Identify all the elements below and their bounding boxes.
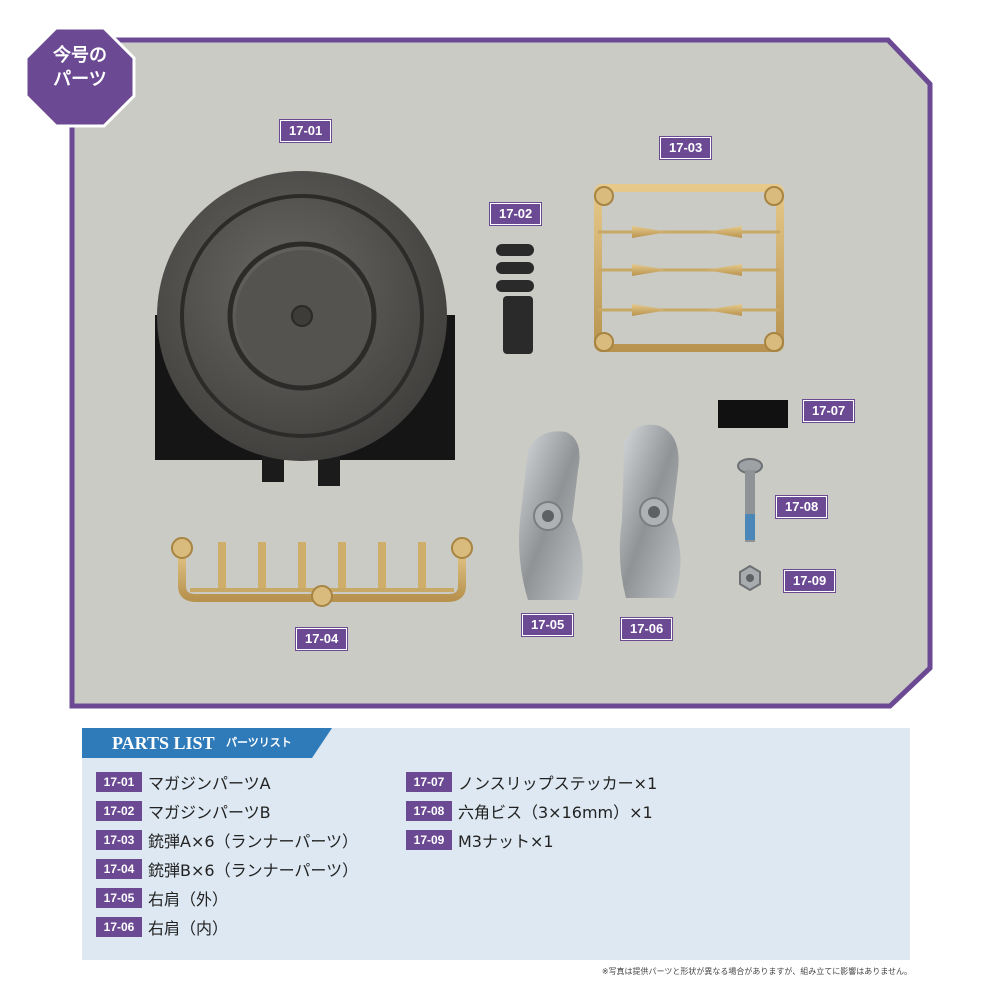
part-17-07-non-slip-sticker xyxy=(718,400,788,428)
part-17-09-m3-nut xyxy=(739,564,761,592)
part-17-08-hex-screw xyxy=(737,458,763,542)
issue-badge-octagon xyxy=(24,26,136,128)
part-name: ノンスリップステッカー×1 xyxy=(458,774,658,793)
label-17-07: 17-07 xyxy=(803,400,855,422)
part-17-05-right-shoulder-outer xyxy=(519,431,583,600)
part-17-02-magazine xyxy=(496,244,534,354)
part-17-06-right-shoulder-inner xyxy=(619,424,681,598)
part-name: 右肩（外） xyxy=(148,890,229,909)
part-code: 17-08 xyxy=(406,801,452,821)
badge-line-2: パーツ xyxy=(53,69,107,90)
part-code: 17-06 xyxy=(96,917,142,937)
footnote: ※写真は提供パーツと形状が異なる場合がありますが、組み立てに影響はありません。 xyxy=(601,967,912,976)
parts-list-item: 17-03 銃弾A×6（ランナーパーツ） xyxy=(96,828,358,852)
parts-list-panel: PARTS LIST パーツリスト 17-01 マガジンパーツA 17-02 マ… xyxy=(82,728,910,960)
label-17-01: 17-01 xyxy=(280,120,332,142)
parts-list-item: 17-06 右肩（内） xyxy=(96,915,228,939)
parts-list-item: 17-07 ノンスリップステッカー×1 xyxy=(406,770,657,794)
issue-badge-text: 今号の パーツ xyxy=(25,44,135,92)
label-17-02: 17-02 xyxy=(490,203,542,225)
part-name: M3ナット×1 xyxy=(458,832,554,851)
part-code: 17-09 xyxy=(406,830,452,850)
label-17-06: 17-06 xyxy=(621,618,673,640)
part-name: マガジンパーツB xyxy=(148,803,271,822)
part-name: マガジンパーツA xyxy=(148,774,271,793)
label-17-08: 17-08 xyxy=(776,496,828,518)
parts-list-item: 17-05 右肩（外） xyxy=(96,886,228,910)
parts-photo-illustration xyxy=(24,26,933,709)
badge-line-1: 今号の xyxy=(53,45,107,66)
part-code: 17-01 xyxy=(96,772,142,792)
parts-list-item: 17-02 マガジンパーツB xyxy=(96,799,271,823)
part-code: 17-03 xyxy=(96,830,142,850)
part-code: 17-05 xyxy=(96,888,142,908)
part-17-01-magazine xyxy=(155,171,455,486)
part-name: 六角ビス（3×16mm）×1 xyxy=(458,803,653,822)
label-17-03: 17-03 xyxy=(660,137,712,159)
part-name: 右肩（内） xyxy=(148,919,229,938)
part-17-04-bullets-runner xyxy=(171,537,473,607)
parts-list-item: 17-04 銃弾B×6（ランナーパーツ） xyxy=(96,857,358,881)
part-code: 17-04 xyxy=(96,859,142,879)
label-17-04: 17-04 xyxy=(296,628,348,650)
label-17-09: 17-09 xyxy=(784,570,836,592)
label-17-05: 17-05 xyxy=(522,614,574,636)
part-name: 銃弾A×6（ランナーパーツ） xyxy=(148,832,359,851)
parts-list-title-en: PARTS LIST xyxy=(112,733,215,753)
parts-list-header: PARTS LIST パーツリスト xyxy=(82,728,332,758)
parts-photo: 今号の パーツ 17-01 17-02 17-03 17-04 17-05 17… xyxy=(24,26,933,709)
parts-list-item: 17-08 六角ビス（3×16mm）×1 xyxy=(406,799,653,823)
parts-list-item: 17-01 マガジンパーツA xyxy=(96,770,271,794)
part-code: 17-07 xyxy=(406,772,452,792)
parts-list-item: 17-09 M3ナット×1 xyxy=(406,828,554,852)
part-code: 17-02 xyxy=(96,801,142,821)
part-name: 銃弾B×6（ランナーパーツ） xyxy=(148,861,359,880)
parts-list-title-jp: パーツリスト xyxy=(226,736,292,749)
part-17-03-bullets-runner xyxy=(594,184,784,352)
